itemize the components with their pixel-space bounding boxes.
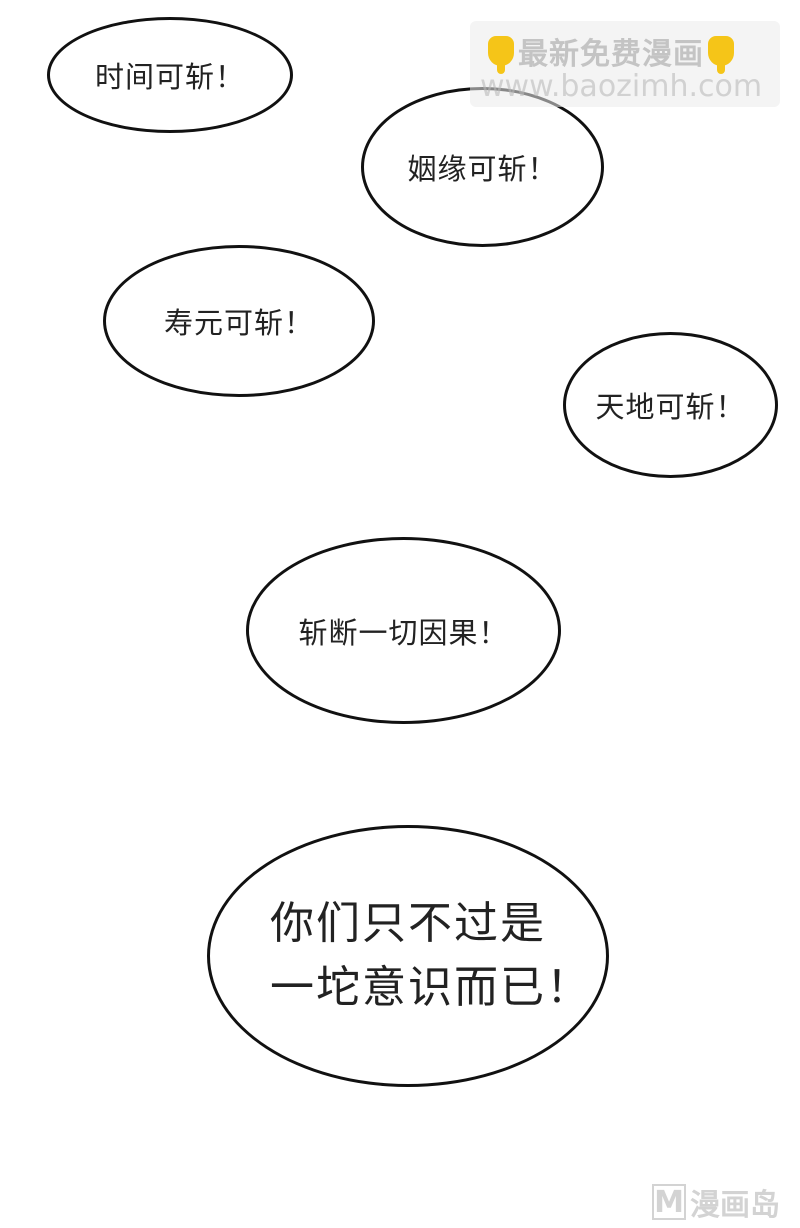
watermark-title-text: 最新免费漫画 bbox=[518, 37, 704, 72]
speech-bubble-fate: 姻缘可斩！ bbox=[361, 87, 604, 247]
speech-bubble-karma: 斩断一切因果！ bbox=[246, 537, 561, 724]
logo-name: 漫画岛 bbox=[690, 1188, 780, 1223]
watermark: 最新免费漫画 www.baozimh.com bbox=[470, 21, 780, 107]
bubble-text: 斩断一切因果！ bbox=[298, 615, 509, 650]
bubble-text-line-2: 一坨意识而已！ bbox=[270, 962, 592, 1013]
logo-m-icon: M bbox=[652, 1184, 686, 1220]
bubble-text: 时间可斩！ bbox=[94, 60, 245, 94]
bubble-text-line-1: 你们只不过是 bbox=[270, 898, 546, 949]
speech-bubble-time: 时间可斩！ bbox=[47, 17, 293, 133]
speech-bubble-heaven-earth: 天地可斩！ bbox=[563, 332, 778, 478]
bubble-text: 姻缘可斩！ bbox=[407, 152, 558, 186]
site-logo: M 漫画岛 bbox=[652, 1182, 780, 1223]
bubble-text-block: 你们只不过是 一坨意识而已！ bbox=[270, 892, 592, 1020]
speech-bubble-lifespan: 寿元可斩！ bbox=[103, 245, 375, 397]
pointing-down-hand-icon bbox=[488, 36, 514, 74]
pointing-down-hand-icon bbox=[708, 36, 734, 74]
watermark-url: www.baozimh.com bbox=[480, 69, 763, 104]
bubble-text: 天地可斩！ bbox=[595, 390, 746, 424]
speech-bubble-consciousness: 你们只不过是 一坨意识而已！ bbox=[207, 825, 609, 1087]
bubble-text: 寿元可斩！ bbox=[163, 306, 314, 340]
watermark-title: 最新免费漫画 bbox=[484, 29, 738, 74]
